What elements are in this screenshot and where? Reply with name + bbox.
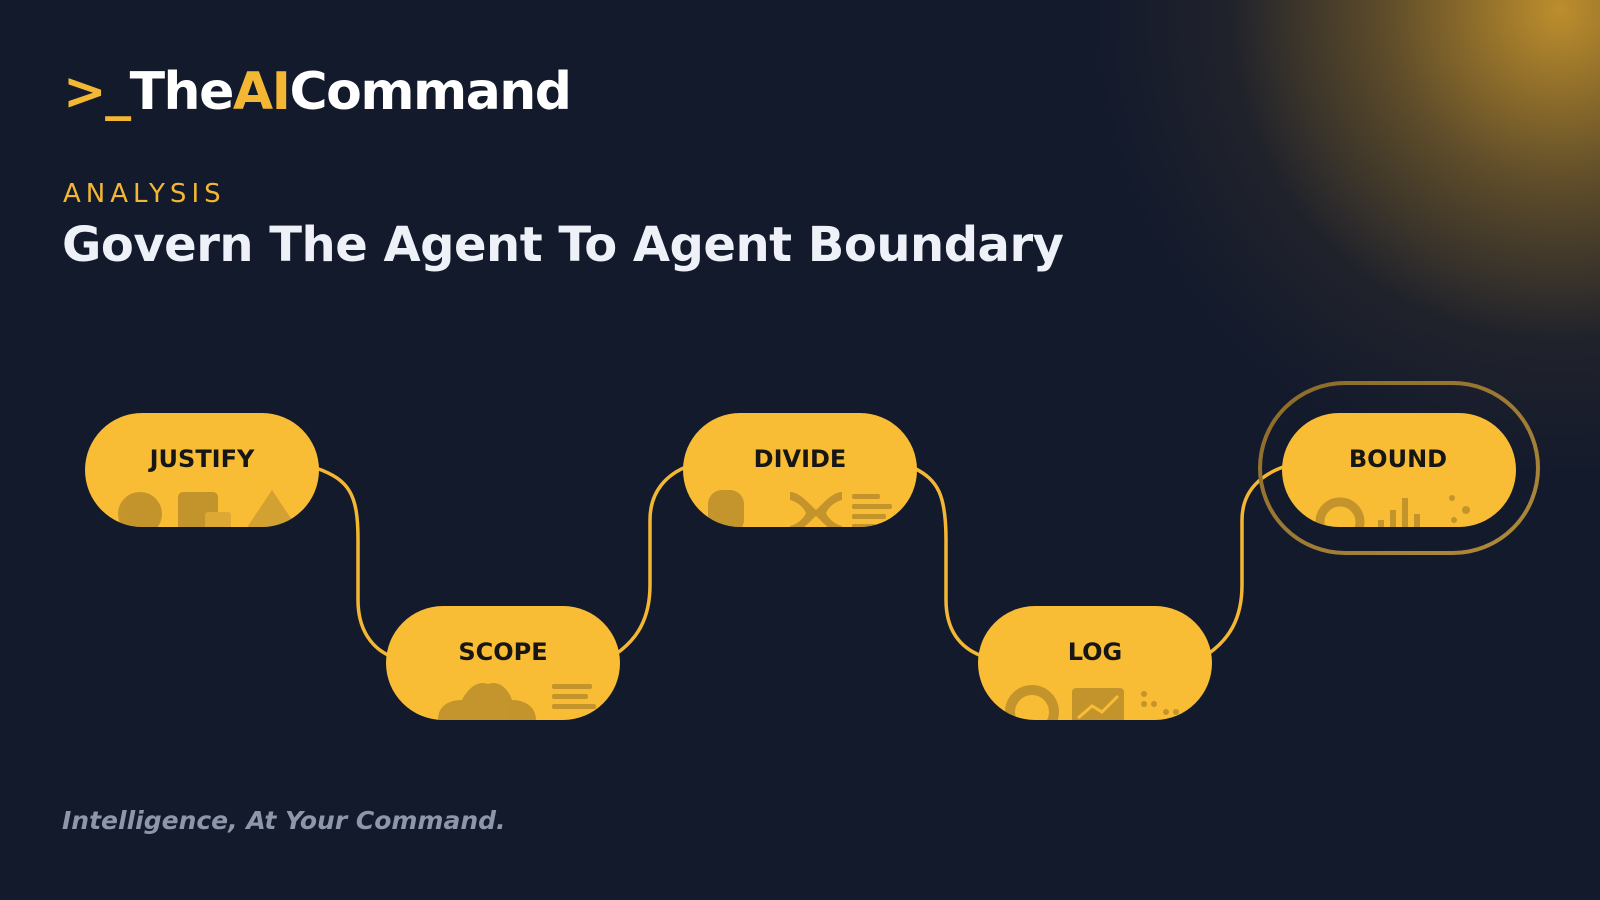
- step-pill: [386, 606, 620, 720]
- chart-icon: [1005, 685, 1179, 720]
- brand-logo: >_TheAICommand: [63, 66, 572, 118]
- section-kicker: ANALYSIS: [63, 179, 226, 209]
- step-scope[interactable]: SCOPE: [386, 606, 620, 720]
- step-log[interactable]: LOG: [978, 606, 1212, 734]
- brand-name-pre: The: [129, 62, 235, 122]
- brand-name-post: Command: [289, 62, 572, 122]
- prompt-glyph: >_: [63, 62, 131, 122]
- step-justify[interactable]: JUSTIFY: [85, 413, 319, 536]
- step-divide[interactable]: DIVIDE: [683, 413, 917, 534]
- brand-name-accent: AI: [232, 62, 291, 122]
- footer-tagline: Intelligence, At Your Command.: [62, 806, 506, 835]
- step-label: DIVIDE: [754, 445, 847, 473]
- gauge-icon: [1315, 495, 1470, 527]
- shapes-icon: [118, 490, 300, 527]
- step-label: LOG: [1068, 638, 1123, 666]
- puzzle-icon: [438, 682, 596, 720]
- step-label: BOUND: [1349, 445, 1447, 473]
- step-label: SCOPE: [458, 638, 547, 666]
- page-title: Govern The Agent To Agent Boundary: [62, 217, 1064, 273]
- connector-justify-scope: [315, 466, 391, 658]
- step-bound[interactable]: BOUND: [1282, 413, 1516, 542]
- connector-log-bound: [1206, 464, 1287, 656]
- step-label: JUSTIFY: [148, 445, 255, 473]
- connector-divide-log: [913, 466, 983, 658]
- highlight-ring: [1258, 381, 1540, 555]
- connector-scope-divide: [614, 464, 689, 656]
